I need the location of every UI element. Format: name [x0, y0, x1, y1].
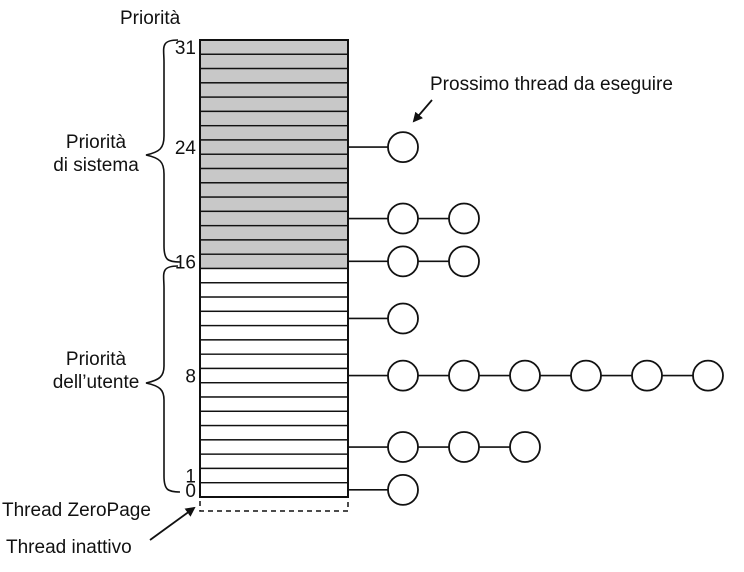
priority-row-13 [199, 296, 349, 313]
priority-row-30 [199, 53, 349, 70]
priority-row-11 [199, 324, 349, 341]
thread-node [448, 431, 480, 463]
priority-tick-1: 1 [185, 467, 196, 488]
priority-row-14 [199, 282, 349, 298]
priority-row-25 [199, 124, 349, 141]
system-range-brace [145, 39, 181, 263]
priority-row-8 [199, 367, 349, 384]
system-range-label-line1: Priorità [66, 132, 127, 153]
priority-tick-0: 0 [185, 481, 196, 502]
thread-queue-level-3 [348, 431, 541, 463]
priority-row-21 [199, 182, 349, 198]
thread-node [509, 431, 541, 463]
thread-queues [348, 131, 724, 506]
priority-tick-24: 24 [175, 138, 197, 159]
priority-row-1 [199, 467, 349, 484]
thread-node [631, 359, 663, 392]
thread-node [387, 359, 419, 392]
priority-row-3 [199, 439, 349, 455]
priority-row-23 [199, 153, 349, 170]
priority-row-16 [199, 253, 349, 270]
user-range-label-line2: dell’utente [53, 372, 140, 393]
thread-node [448, 359, 480, 392]
priority-row-12 [199, 310, 349, 327]
priority-row-stack [199, 39, 349, 498]
thread-node [387, 302, 419, 335]
system-range-label-line2: di sistema [53, 155, 139, 176]
zero-page-thread-label: Thread ZeroPage [2, 500, 151, 521]
user-range-brace [145, 265, 181, 493]
thread-node [387, 431, 419, 463]
thread-queue-level-19 [348, 202, 480, 235]
idle-thread-arrow [149, 506, 196, 541]
priority-row-5 [199, 410, 349, 427]
priority-row-2 [199, 453, 349, 470]
priority-tick-31: 31 [175, 38, 196, 59]
next-thread-arrow [412, 99, 433, 123]
thread-node [387, 131, 419, 164]
thread-queue-level-8 [348, 359, 724, 392]
user-range-label-line1: Priorità [66, 349, 127, 370]
thread-queue-level-24 [348, 131, 419, 164]
priority-row-10 [199, 339, 349, 355]
priority-row-29 [199, 67, 349, 84]
thread-node [387, 473, 419, 506]
priority-row-18 [199, 224, 349, 241]
thread-node [570, 359, 602, 392]
idle-slot [199, 496, 349, 512]
thread-queue-level-12 [348, 302, 419, 335]
priority-tick-16: 16 [175, 252, 196, 273]
priority-row-0 [199, 482, 349, 498]
thread-queue-level-0 [348, 473, 419, 506]
priority-row-9 [199, 353, 349, 370]
idle-thread-label: Thread inattivo [6, 537, 132, 558]
priority-row-17 [199, 239, 349, 255]
priority-row-4 [199, 424, 349, 441]
priority-row-19 [199, 210, 349, 227]
priority-row-26 [199, 110, 349, 127]
thread-node [448, 245, 480, 278]
priority-row-6 [199, 396, 349, 413]
priority-row-15 [199, 267, 349, 284]
priority-row-27 [199, 96, 349, 113]
thread-node [387, 245, 419, 278]
priority-row-7 [199, 382, 349, 398]
next-thread-label: Prossimo thread da eseguire [430, 74, 673, 95]
thread-node [448, 202, 480, 235]
priority-row-31 [199, 39, 349, 55]
priority-tick-labels: 31 24 16 8 10 [175, 38, 197, 502]
priority-row-24 [199, 139, 349, 155]
thread-node [509, 359, 541, 392]
priority-tick-8: 8 [185, 367, 196, 388]
priority-row-28 [199, 82, 349, 98]
thread-node [692, 359, 724, 392]
priority-row-20 [199, 196, 349, 213]
thread-node [387, 202, 419, 235]
priority-row-22 [199, 167, 349, 184]
priority-header-label: Priorità [120, 8, 181, 29]
thread-queue-level-16 [348, 245, 480, 278]
